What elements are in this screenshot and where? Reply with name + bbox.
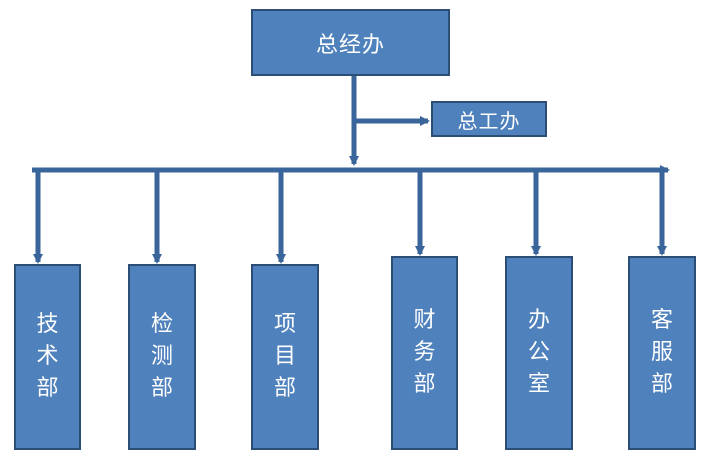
department-label: 客服部 <box>650 308 673 397</box>
department-box-2: 检测部 <box>128 264 196 450</box>
side-box: 总工办 <box>431 101 547 137</box>
department-label: 检测部 <box>150 312 173 401</box>
department-box-6: 客服部 <box>628 256 696 450</box>
department-box-1: 技术部 <box>14 264 81 450</box>
root-label: 总经办 <box>315 32 385 58</box>
department-label: 技术部 <box>36 312 59 401</box>
department-label: 项目部 <box>273 312 296 401</box>
root-box: 总经办 <box>251 9 450 76</box>
department-box-5: 办公室 <box>505 256 573 450</box>
department-box-3: 项目部 <box>251 264 319 450</box>
department-label: 财务部 <box>413 308 436 397</box>
department-box-4: 财务部 <box>391 256 458 450</box>
department-label: 办公室 <box>527 308 550 397</box>
side-label: 总工办 <box>457 108 521 133</box>
